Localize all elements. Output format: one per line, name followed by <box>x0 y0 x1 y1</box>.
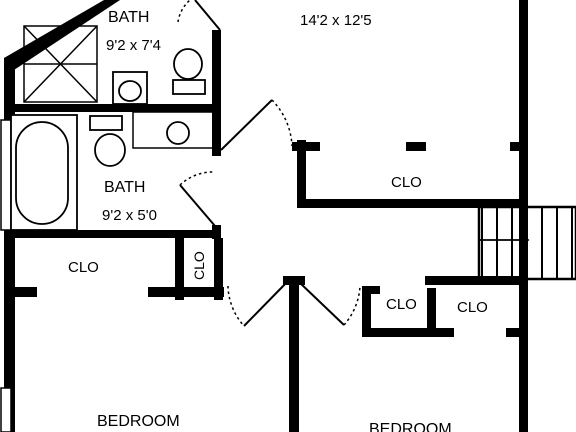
doors <box>177 0 361 327</box>
wall-clo-center-right <box>427 288 436 336</box>
door-swing-hall <box>271 99 293 147</box>
wall-bath-lower-right <box>212 225 221 239</box>
stairs <box>477 205 576 281</box>
wall-clo-hall-left <box>297 140 306 208</box>
bath-upper-size: 9'2 x 7'4 <box>106 37 161 54</box>
door-swing-bath-lower <box>179 171 216 186</box>
bedroom-right-label: BEDROOM <box>369 421 452 432</box>
door-leaf-bedroom-left <box>243 279 290 327</box>
wall-clo-hall-bottom <box>297 199 528 208</box>
toilet-lower <box>89 115 126 167</box>
wall-clo-center-left <box>362 286 371 336</box>
wall-bedroom-divider <box>289 276 299 432</box>
bath-upper-name: BATH <box>108 9 149 26</box>
door-swing-bedroom-left <box>227 285 245 327</box>
wall-stair-bottom <box>425 276 528 285</box>
clo-hall-label: CLO <box>391 174 422 191</box>
wall-stub-3 <box>510 142 528 151</box>
wall-clo-small-right <box>214 238 223 300</box>
toilet-upper <box>172 48 206 95</box>
door-leaf-bedroom-right <box>298 281 345 326</box>
walls <box>4 0 528 432</box>
door-leaf-hall <box>220 99 273 151</box>
clo-left-room-label: CLO <box>68 259 99 276</box>
clo-right-label: CLO <box>457 299 488 316</box>
shower-stall <box>23 25 98 103</box>
door-leaf-bath-top <box>194 0 221 31</box>
wall-left-outer <box>4 58 15 432</box>
wall-bath-bottom <box>10 230 216 238</box>
sink-upper <box>112 71 148 105</box>
stair-arrowhead-icon <box>521 234 530 246</box>
wall-bath-upper-right <box>212 30 221 156</box>
wall-bedroom-left-top-a <box>10 287 37 297</box>
room-labels: BATH 9'2 x 7'4 14'2 x 12'5 BATH 9'2 x 5'… <box>68 9 488 432</box>
bedroom-left-label: BEDROOM <box>97 413 180 430</box>
wall-clo-small-left <box>175 238 184 300</box>
clo-center-label: CLO <box>386 296 417 313</box>
wall-stub-2 <box>406 142 426 151</box>
door-swing-bedroom-right <box>343 285 361 326</box>
door-leaf-bath-lower <box>179 184 216 227</box>
clo-vertical-label: CLO <box>191 251 207 280</box>
wall-clo-center-bottom <box>362 328 454 337</box>
door-swing-bath-top <box>177 0 191 23</box>
wall-right-stub <box>506 328 528 337</box>
room-top-size: 14'2 x 12'5 <box>300 12 372 29</box>
wall-diagonal <box>4 0 120 70</box>
bathtub <box>10 114 78 231</box>
wall-bath-top <box>10 104 220 112</box>
wall-bedroom-divider-cap <box>283 276 305 285</box>
wall-stub-1 <box>292 142 320 151</box>
bath-lower-name: BATH <box>104 179 145 196</box>
bath-lower-size: 9'2 x 5'0 <box>102 207 157 224</box>
vanity-lower <box>132 111 216 149</box>
wall-bedroom-left-top-b <box>148 287 224 297</box>
wall-right-vertical <box>519 0 528 432</box>
